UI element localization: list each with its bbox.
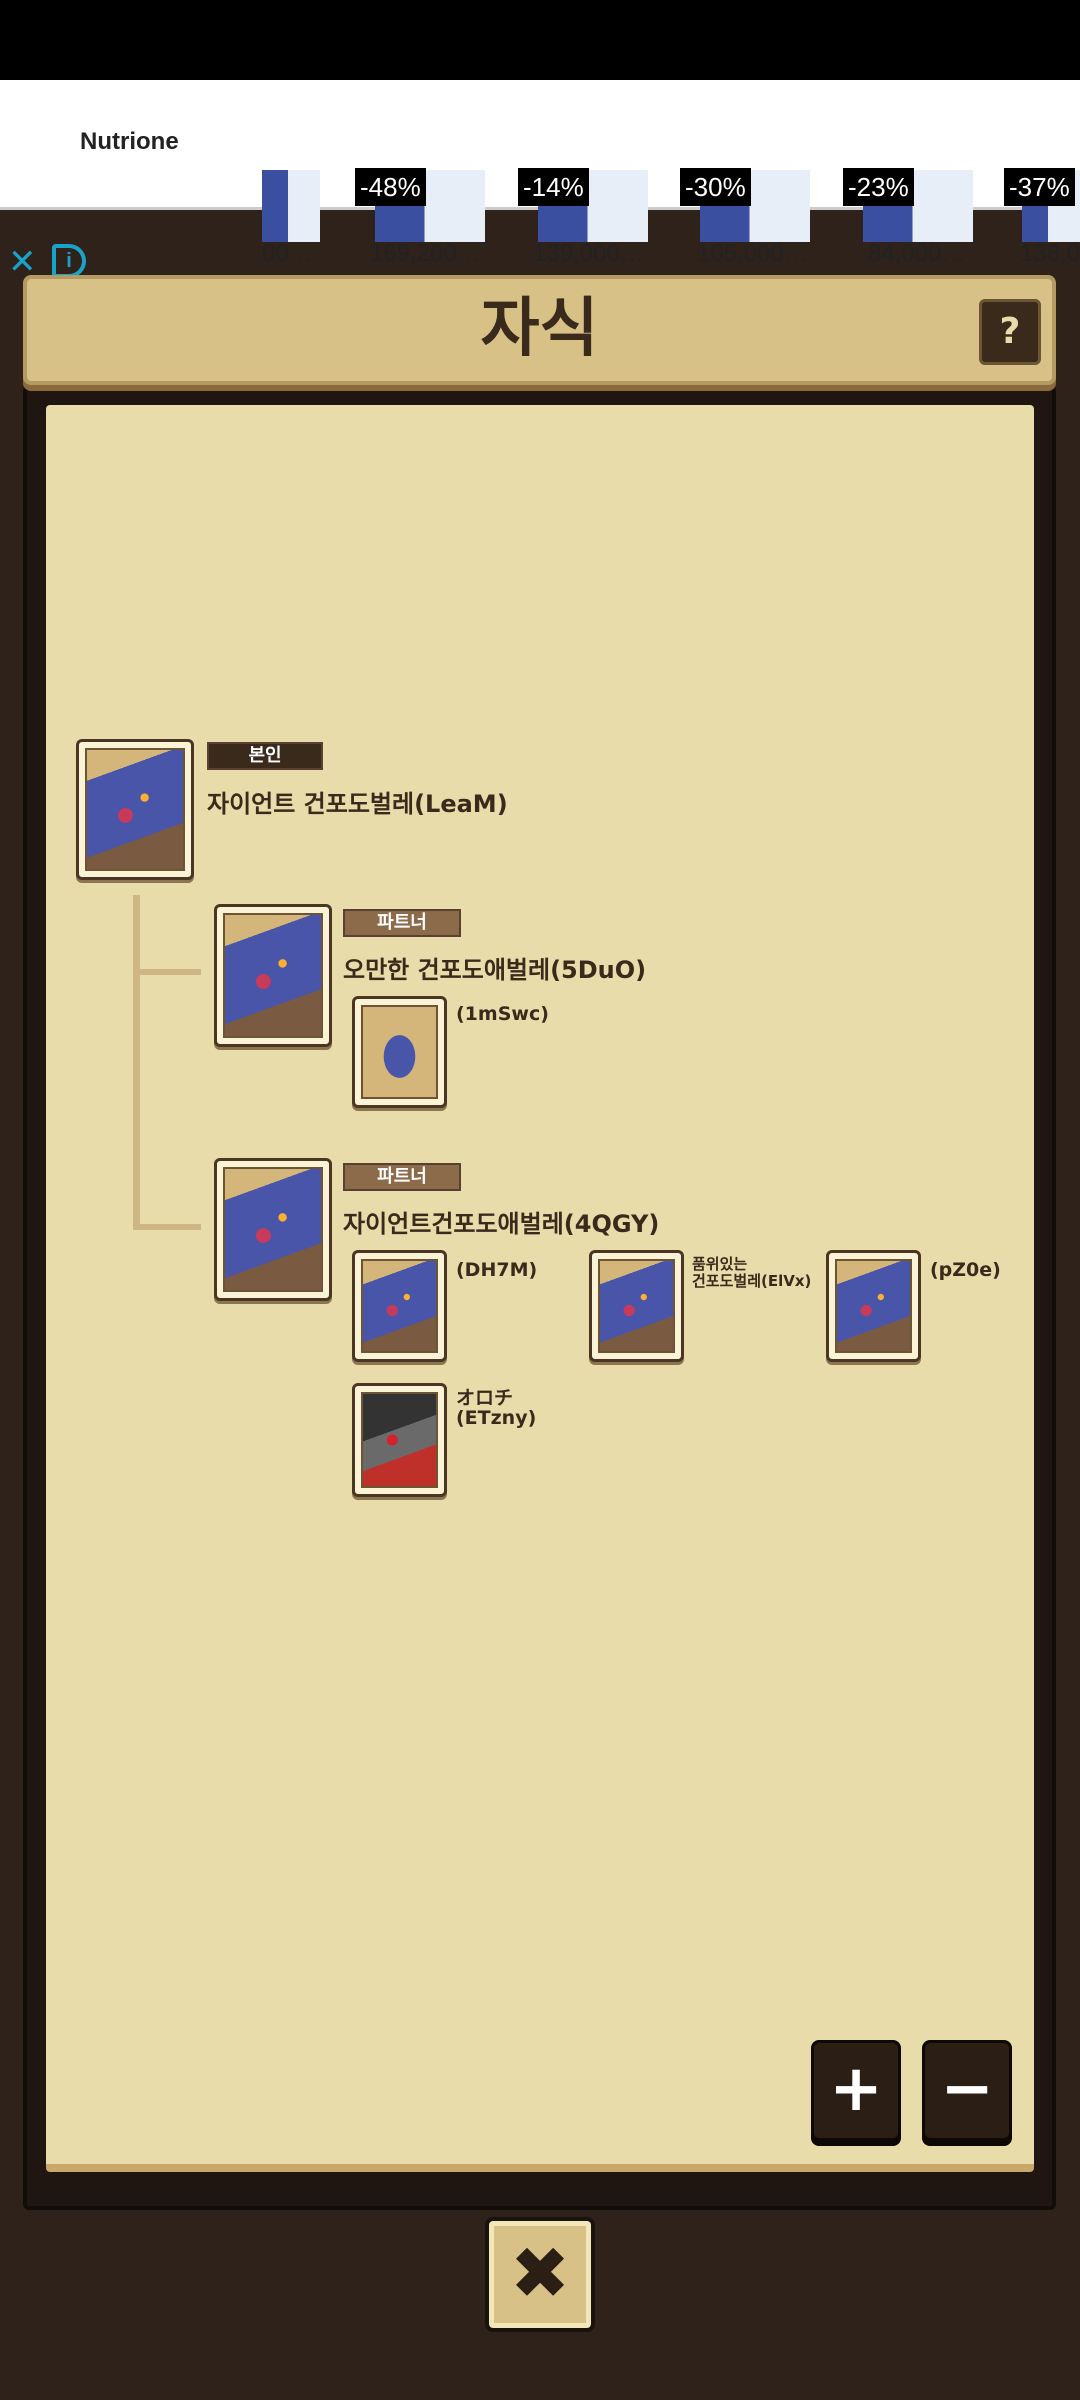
creature-portrait-icon <box>361 1005 438 1099</box>
ad-product-image[interactable] <box>262 170 320 242</box>
partner-name: 자이언트건포도애벌레(4QGY) <box>343 1210 660 1238</box>
dragon-portrait-icon <box>835 1259 912 1353</box>
child-name: オロチ (ETzny) <box>456 1387 537 1429</box>
ad-discount: -37% <box>1004 168 1075 206</box>
partner-name: 오만한 건포도애벌레(5DuO) <box>343 956 647 984</box>
close-button[interactable]: ✖ <box>485 2217 595 2332</box>
orochi-portrait-icon <box>361 1392 438 1488</box>
child-portrait[interactable] <box>352 996 447 1108</box>
ad-price[interactable]: 00… <box>262 240 313 267</box>
dragon-portrait-icon <box>223 913 323 1038</box>
ad-price[interactable]: 105,000… <box>697 240 808 267</box>
header-bar: 자식 ? <box>23 275 1056 385</box>
tree-line <box>133 969 201 975</box>
tree-line <box>133 895 140 1230</box>
child-name: (1mSwc) <box>456 1003 549 1025</box>
ad-info-icon[interactable]: i <box>52 244 86 278</box>
zoom-in-button[interactable]: + <box>811 2040 901 2141</box>
dragon-portrait-icon <box>598 1259 675 1353</box>
status-bar <box>0 0 1080 80</box>
ad-discount: -14% <box>518 168 589 206</box>
zoom-out-button[interactable]: − <box>922 2040 1012 2141</box>
tree-line <box>133 1224 201 1230</box>
partner-badge: 파트너 <box>343 909 461 937</box>
child-portrait[interactable] <box>826 1250 921 1362</box>
self-name: 자이언트 건포도벌레(LeaM) <box>207 790 508 818</box>
ad-discount: -23% <box>843 168 914 206</box>
dragon-portrait-icon <box>85 748 185 871</box>
self-portrait[interactable] <box>76 739 194 880</box>
page-title: 자식 <box>480 292 599 366</box>
ad-price[interactable]: 84,000… <box>868 240 966 267</box>
help-button[interactable]: ? <box>979 299 1041 365</box>
ad-price[interactable]: 139,000… <box>533 240 644 267</box>
ad-discount: -30% <box>680 168 751 206</box>
child-name: 품위있는 건포도벌레(ElVx) <box>692 1255 812 1290</box>
child-name: (pZ0e) <box>930 1259 1001 1281</box>
partner-portrait[interactable] <box>214 904 332 1047</box>
dragon-portrait-icon <box>223 1167 323 1292</box>
ad-brand-logo: Nutrione <box>80 128 179 155</box>
partner-badge: 파트너 <box>343 1163 461 1191</box>
child-name: (DH7M) <box>456 1259 538 1281</box>
ad-price[interactable]: 169,200… <box>370 240 481 267</box>
child-portrait[interactable] <box>352 1383 447 1497</box>
child-portrait[interactable] <box>352 1250 447 1362</box>
ad-discount: -48% <box>355 168 426 206</box>
self-badge: 본인 <box>207 742 323 770</box>
dragon-portrait-icon <box>361 1259 438 1353</box>
partner-portrait[interactable] <box>214 1158 332 1301</box>
child-portrait[interactable] <box>589 1250 684 1362</box>
ad-price[interactable]: 138,0 <box>1020 240 1080 267</box>
ad-banner[interactable]: Nutrione ✕ i 00… -48% 169,200… -14% 139,… <box>0 80 1080 282</box>
